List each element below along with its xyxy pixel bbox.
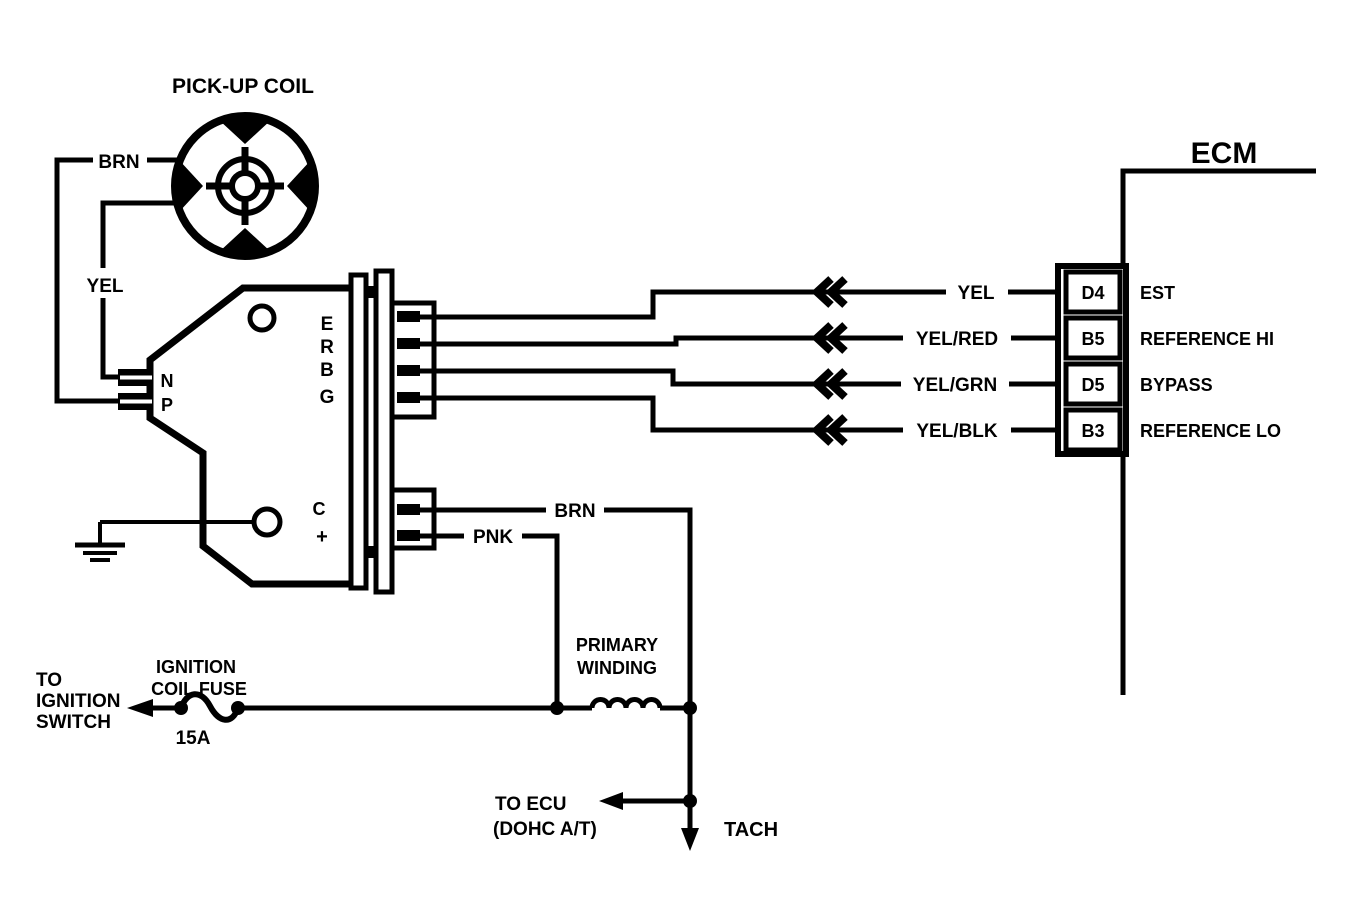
pickup-wedge-top bbox=[219, 120, 271, 144]
chevron-arrows-ref-lo bbox=[811, 414, 848, 446]
chevron-icon bbox=[811, 276, 834, 308]
module-mount-hole-bottom bbox=[251, 506, 283, 538]
wire-ref-hi bbox=[420, 335, 1058, 347]
bar-tie-top bbox=[364, 286, 378, 298]
bar-tie-bottom bbox=[364, 546, 378, 558]
pin-e-contact bbox=[397, 311, 420, 322]
wire-label-yel-red: YEL/RED bbox=[916, 329, 998, 350]
ignition-switch-label-1: TO bbox=[36, 670, 62, 691]
wire-bypass bbox=[420, 368, 1058, 387]
pickup-hub bbox=[229, 170, 261, 202]
ecm-pin-box-d5 bbox=[1063, 361, 1123, 407]
wire-label-yel-grn: YEL/GRN bbox=[913, 375, 997, 396]
ecu-arrow-icon bbox=[599, 792, 623, 810]
pin-c-contact bbox=[397, 504, 420, 515]
ecm-pin-box-d4 bbox=[1063, 269, 1123, 315]
module-pin-r-label: R bbox=[320, 337, 334, 358]
ignition-switch-label-2: IGNITION bbox=[36, 691, 120, 712]
ecm-pin-id-b3: B3 bbox=[1081, 421, 1104, 441]
wire-label-brn-pickup: BRN bbox=[98, 152, 139, 173]
primary-winding-label-1: PRIMARY bbox=[576, 635, 658, 655]
label-mask bbox=[81, 268, 129, 298]
ecm-block bbox=[1055, 168, 1316, 695]
wire-label-yel-pickup: YEL bbox=[87, 276, 124, 297]
pickup-inner-ring bbox=[215, 156, 275, 216]
connector-bar-left bbox=[348, 272, 369, 591]
chevron-icon bbox=[811, 368, 834, 400]
pickup-wedge-bottom bbox=[219, 228, 271, 252]
ecm-pin-box-b5 bbox=[1063, 315, 1123, 361]
wire-label-brn-primary: BRN bbox=[554, 501, 595, 522]
chevron-icon bbox=[825, 368, 848, 400]
module-pin-b-label: B bbox=[320, 360, 334, 381]
module-coil-c-label: C bbox=[313, 499, 326, 519]
junction-dot bbox=[550, 701, 564, 715]
label-mask bbox=[546, 499, 604, 523]
wire-label-yel: YEL bbox=[958, 283, 995, 304]
pickup-coil-symbol bbox=[171, 112, 319, 260]
fuse-element-icon bbox=[178, 691, 241, 723]
module-coil-plus-label: + bbox=[316, 526, 328, 548]
chevron-arrows-est bbox=[811, 276, 848, 308]
ecm-wires bbox=[420, 276, 1058, 446]
ecm-pin-id-d4: D4 bbox=[1081, 283, 1104, 303]
chevron-icon bbox=[811, 322, 834, 354]
module-terminal-p-label: P bbox=[161, 395, 173, 415]
wire-brn-primary bbox=[420, 507, 693, 708]
chevron-arrows-bypass bbox=[811, 368, 848, 400]
module-terminal-n-label: N bbox=[161, 371, 174, 391]
label-mask bbox=[901, 373, 1009, 397]
wire-est bbox=[420, 289, 1058, 320]
tach-label: TACH bbox=[724, 819, 778, 841]
wire-label-pnk: PNK bbox=[473, 527, 513, 548]
ecm-pin-name-ref-hi: REFERENCE HI bbox=[1140, 329, 1274, 349]
pickup-coil-label: PICK-UP COIL bbox=[172, 75, 314, 98]
chevron-icon bbox=[825, 322, 848, 354]
module-mount-hole-top bbox=[247, 303, 277, 333]
pickup-wedge-right bbox=[287, 160, 311, 212]
label-mask bbox=[464, 525, 522, 549]
chevron-icon bbox=[825, 276, 848, 308]
chevron-arrows-ref-hi bbox=[811, 322, 848, 354]
ecm-pin-box-b3 bbox=[1063, 407, 1123, 453]
ignition-switch-arrow-icon bbox=[127, 699, 153, 717]
ignition-module bbox=[75, 268, 437, 595]
pin-b-contact bbox=[397, 365, 420, 376]
connector-bar-right bbox=[373, 268, 395, 595]
label-mask bbox=[903, 327, 1011, 351]
ecm-boundary-line bbox=[1120, 168, 1316, 695]
wire-label-yel-blk: YEL/BLK bbox=[916, 421, 998, 442]
ecm-pin-name-ref-lo: REFERENCE LO bbox=[1140, 421, 1281, 441]
chevron-icon bbox=[811, 414, 834, 446]
ecu-label-1: TO ECU bbox=[495, 794, 566, 815]
label-mask bbox=[93, 147, 147, 173]
fuse-name-label-2: COIL FUSE bbox=[151, 679, 247, 699]
ecm-title: ECM bbox=[1191, 137, 1258, 170]
pin-r-contact bbox=[397, 338, 420, 349]
label-mask bbox=[946, 281, 1008, 305]
label-mask bbox=[903, 419, 1011, 443]
ecm-pin-name-est: EST bbox=[1140, 283, 1175, 303]
fuse-rating-label: 15A bbox=[176, 728, 211, 749]
fuse-name-label-1: IGNITION bbox=[156, 657, 236, 677]
pin-plus-contact bbox=[397, 530, 420, 541]
module-outline bbox=[146, 284, 356, 588]
wire-ref-lo bbox=[420, 395, 1058, 433]
wire-pnk bbox=[420, 533, 560, 708]
ecm-pin-name-bypass: BYPASS bbox=[1140, 375, 1213, 395]
module-pin-g-label: G bbox=[320, 387, 335, 408]
primary-winding-label-2: WINDING bbox=[577, 658, 657, 678]
chevron-icon bbox=[825, 414, 848, 446]
pickup-wedge-left bbox=[179, 160, 203, 212]
ignition-switch-label-3: SWITCH bbox=[36, 712, 111, 733]
primary-winding-coil-icon bbox=[589, 697, 663, 709]
ecm-pin-id-b5: B5 bbox=[1081, 329, 1104, 349]
pin-g-contact bbox=[397, 392, 420, 403]
ecu-label-2: (DOHC A/T) bbox=[493, 819, 597, 840]
ecm-pin-id-d5: D5 bbox=[1081, 375, 1104, 395]
tach-arrow-icon bbox=[681, 828, 699, 851]
module-pin-e-label: E bbox=[321, 314, 334, 335]
